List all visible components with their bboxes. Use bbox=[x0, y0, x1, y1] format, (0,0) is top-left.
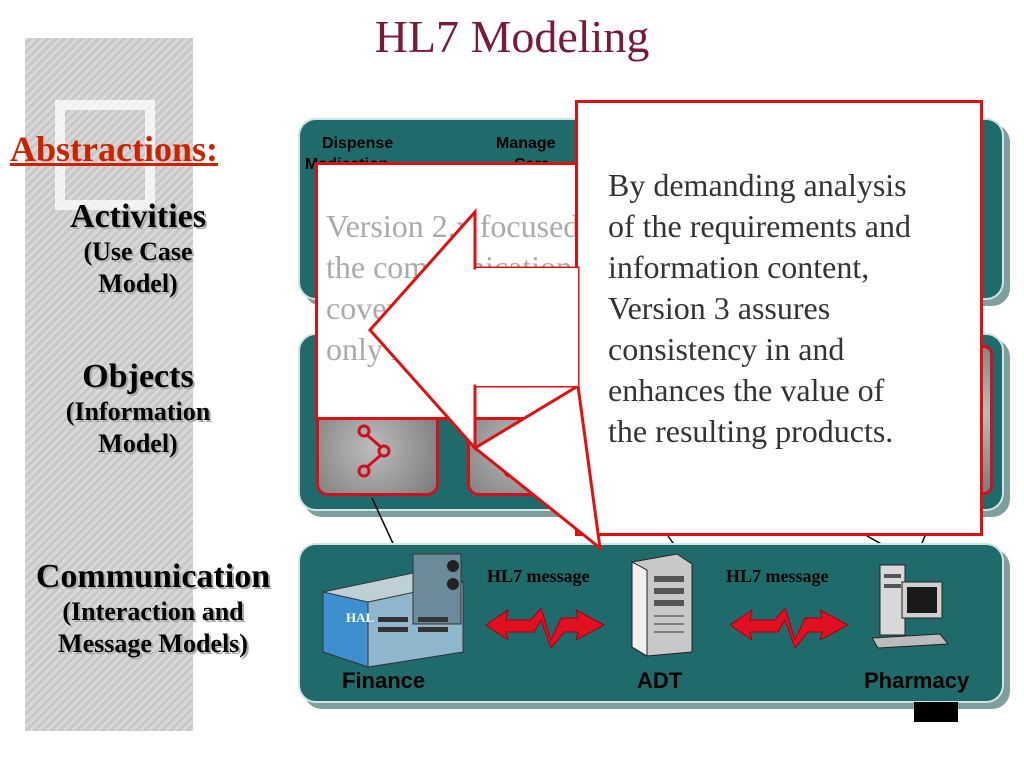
publisher-logo-icon bbox=[914, 702, 958, 722]
pharmacy-label: Pharmacy bbox=[864, 668, 970, 693]
version3-callout-box bbox=[575, 100, 983, 536]
finance-label: Finance bbox=[342, 668, 426, 693]
object-graph-icon bbox=[357, 424, 391, 478]
lightning-arrow-right-icon bbox=[730, 606, 850, 650]
abstractions-heading: Abstractions: bbox=[10, 129, 218, 169]
object-box-1 bbox=[316, 408, 439, 496]
desktop-computer-icon bbox=[871, 564, 949, 649]
mainframe-computer-icon bbox=[322, 553, 464, 668]
hl7-watermark-logo bbox=[55, 100, 155, 210]
objects-label: Objects (Information Model) bbox=[65, 358, 211, 458]
lightning-arrow-left-icon bbox=[486, 606, 606, 650]
page-title: HL7 Modeling bbox=[374, 11, 650, 62]
version3-callout-text: By demanding analysis of the requirement… bbox=[608, 167, 911, 449]
server-tower-icon bbox=[631, 553, 693, 657]
activities-label: Activities (Use Case Model) bbox=[70, 198, 206, 298]
hl7-message-right-label: HL7 message bbox=[726, 566, 829, 586]
communication-label: Communication (Interaction and Message M… bbox=[35, 558, 271, 658]
decorative-stripe bbox=[25, 38, 193, 731]
activity-dispense: Dispense bbox=[322, 135, 394, 152]
hal-label: HAL bbox=[346, 610, 375, 625]
activity-manage: Manage bbox=[496, 135, 556, 152]
adt-label: ADT bbox=[637, 668, 683, 693]
hl7-message-left-label: HL7 message bbox=[487, 566, 590, 586]
